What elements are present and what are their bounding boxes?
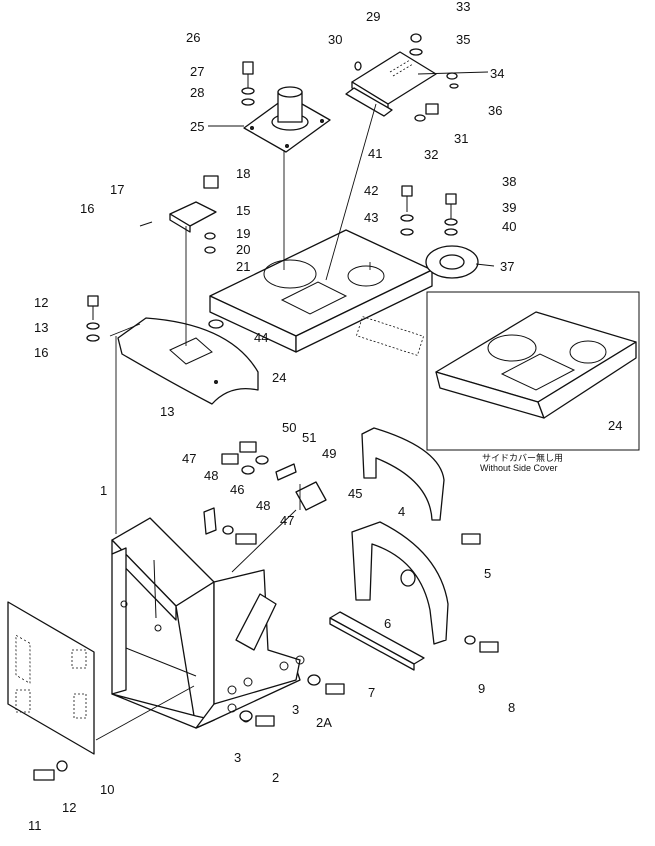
callout-33: 33 (456, 0, 470, 14)
callout-22: 20 (236, 242, 250, 257)
callout-47-b: 47 (280, 513, 294, 528)
callout-40: 40 (502, 219, 516, 234)
callout-21: 19 (236, 226, 250, 241)
callout-11: 11 (28, 818, 42, 833)
callout-34: 34 (490, 66, 504, 81)
callout-10: 10 (100, 782, 114, 797)
callout-43: 43 (364, 210, 378, 225)
callout-36: 36 (488, 103, 502, 118)
callout-9: 9 (478, 681, 485, 696)
callout-28: 28 (190, 85, 204, 100)
callout-1: 1 (100, 483, 107, 498)
small-brackets (203, 463, 327, 535)
inset-note-en: Without Side Cover (480, 463, 558, 473)
callout-5: 5 (484, 566, 491, 581)
callout-35: 35 (456, 32, 470, 47)
callout-17: 15 (236, 203, 250, 218)
callout-8: 8 (508, 700, 515, 715)
callout-27: 27 (190, 64, 204, 79)
callout-15: 13 (34, 320, 48, 335)
callout-14: 12 (34, 295, 48, 310)
part-13-front-cover (117, 317, 259, 405)
callout-2: 2 (272, 770, 279, 785)
callout-46: 46 (230, 482, 244, 497)
callout-25: 25 (190, 119, 204, 134)
callout-2A: 2A (316, 715, 332, 730)
callout-51: 51 (302, 430, 316, 445)
callout-44: 44 (254, 330, 268, 345)
part-10-panel (7, 601, 95, 755)
callout-labels: 26 27 28 25 30 29 33 35 34 36 31 32 18 1… (28, 0, 622, 833)
inset-without-side-cover: サイドカバー無し用 Without Side Cover (426, 291, 640, 473)
callout-3-b: 3 (234, 750, 241, 765)
callout-6: 6 (384, 616, 391, 631)
callout-41: 41 (368, 146, 382, 161)
callout-20: 18 (236, 166, 250, 181)
part-29-lid (345, 51, 437, 117)
leader-lines (95, 71, 495, 741)
callout-45: 45 (348, 486, 362, 501)
part-24-upper-cover (209, 229, 433, 356)
callout-49: 49 (322, 446, 336, 461)
callout-30: 30 (328, 32, 342, 47)
callout-48-b: 48 (256, 498, 270, 513)
part-1-frame (111, 517, 305, 729)
part-17-bracket (169, 201, 217, 233)
part-37-ring (425, 245, 479, 279)
callout-4: 4 (398, 504, 405, 519)
callout-12: 12 (62, 800, 76, 815)
callout-29: 29 (366, 9, 380, 24)
callout-31: 31 (454, 131, 468, 146)
callout-16: 16 (34, 345, 48, 360)
callout-32: 32 (424, 147, 438, 162)
callout-23: 21 (236, 259, 250, 274)
callout-18: 16 (80, 201, 94, 216)
callout-7: 7 (368, 685, 375, 700)
callout-26: 26 (186, 30, 200, 45)
callout-50: 50 (282, 420, 296, 435)
fasteners (33, 33, 499, 781)
callout-24-b: 24 (608, 418, 622, 433)
part-4-side-guard (351, 427, 449, 645)
callout-39: 39 (502, 200, 516, 215)
callout-3-a: 3 (292, 702, 299, 717)
callout-19: 17 (110, 182, 124, 197)
callout-42: 42 (364, 183, 378, 198)
part-25-plate (243, 86, 331, 153)
callout-47-a: 47 (182, 451, 196, 466)
callout-13: 13 (160, 404, 174, 419)
callout-38: 38 (502, 174, 516, 189)
callout-24-a: 24 (272, 370, 286, 385)
callout-48-a: 48 (204, 468, 218, 483)
part-7-rail (329, 611, 425, 671)
inset-note-jp: サイドカバー無し用 (482, 452, 563, 463)
callout-37: 37 (500, 259, 514, 274)
